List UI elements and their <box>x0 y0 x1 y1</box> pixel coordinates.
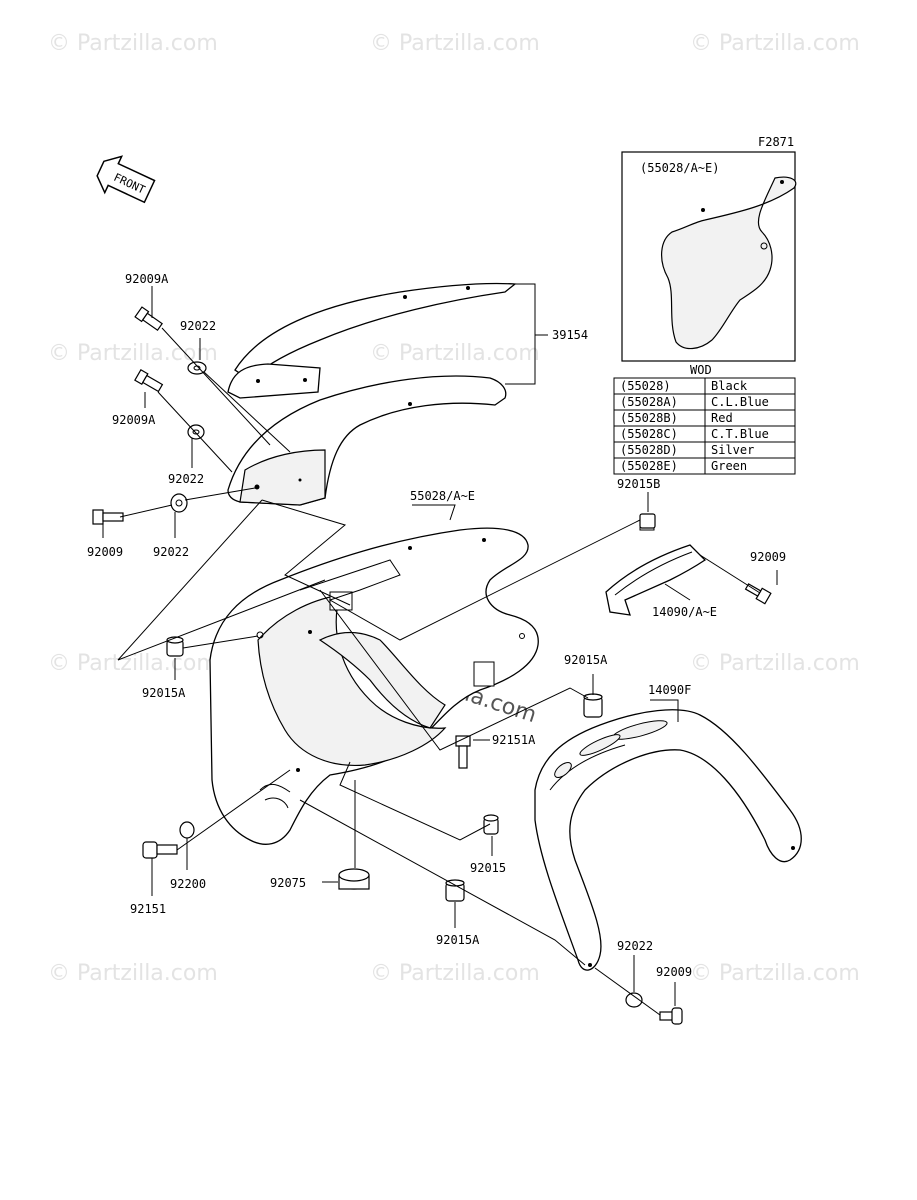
color-table-row: (55028B) Red <box>620 411 733 425</box>
color-code: (55028B) <box>620 411 678 425</box>
washer-icon <box>179 821 195 839</box>
grommet-icon <box>445 879 465 902</box>
color-name: Black <box>711 379 748 393</box>
part-label-39154[interactable]: 39154 <box>552 328 588 342</box>
part-label-92022[interactable]: 92022 <box>617 939 653 953</box>
watermark-text: © Partzilla.com <box>370 31 540 56</box>
watermark-text: © Partzilla.com <box>48 341 218 366</box>
inset-inner-cover-shape <box>661 176 797 350</box>
inset-box: (55028/A~E) <box>621 151 797 362</box>
color-code: (55028C) <box>620 427 678 441</box>
grommet-icon <box>583 693 603 718</box>
part-label-92009[interactable]: 92009 <box>87 545 123 559</box>
bolt-icon <box>659 1007 683 1025</box>
figure-code: F2871 <box>758 135 794 149</box>
grommet-icon <box>483 814 499 835</box>
watermark-text: © Partzilla.com <box>370 961 540 986</box>
color-name: Green <box>711 459 747 473</box>
watermark-text: © Partzilla.com <box>48 961 218 986</box>
part-label-55028[interactable]: 55028/A~E <box>410 489 475 503</box>
color-name: C.T.Blue <box>711 427 769 441</box>
washer-icon <box>625 992 643 1008</box>
color-table-row: (55028D) Silver <box>620 443 754 457</box>
color-code: (55028D) <box>620 443 678 457</box>
color-name: C.L.Blue <box>711 395 769 409</box>
rubber-grommet-icon <box>338 868 370 890</box>
part-label-14090[interactable]: 14090/A~E <box>652 605 717 619</box>
bolt-icon <box>455 735 471 769</box>
bolt-icon <box>134 368 164 393</box>
grommet-icon <box>166 636 184 657</box>
color-table-row: (55028) Black <box>620 379 748 393</box>
part-label-92075[interactable]: 92075 <box>270 876 306 890</box>
part-label-92009[interactable]: 92009 <box>656 965 692 979</box>
part-labels: 92009A 92022 92009A 92022 92009 92022 39… <box>87 272 786 979</box>
bracket-14090 <box>605 515 707 616</box>
part-label-92151A[interactable]: 92151A <box>492 733 536 747</box>
bolt-icon <box>134 306 163 331</box>
watermark-text: © Partzilla.com <box>370 341 540 366</box>
watermark-text: © Partzilla.com <box>48 651 218 676</box>
inset-title: (55028/A~E) <box>640 161 719 175</box>
color-table-row: (55028A) C.L.Blue <box>620 395 769 409</box>
hardware <box>92 306 772 1025</box>
part-label-92015A[interactable]: 92015A <box>142 686 186 700</box>
bolt-icon <box>142 841 178 859</box>
part-39154-strip <box>227 282 517 399</box>
part-label-92015[interactable]: 92015 <box>470 861 506 875</box>
front-arrow-icon: FRONT <box>96 155 156 204</box>
part-label-92022[interactable]: 92022 <box>168 472 204 486</box>
leader-lines <box>102 283 778 1016</box>
bolt-icon <box>92 509 124 525</box>
watermark-text: © Partzilla.com <box>690 651 860 676</box>
part-label-92200[interactable]: 92200 <box>170 877 206 891</box>
part-label-92022[interactable]: 92022 <box>153 545 189 559</box>
upper-cowl-panel <box>227 375 507 506</box>
watermark-text: © Partzilla.com <box>690 961 860 986</box>
watermark-text: © Partzilla.com <box>48 31 218 56</box>
color-table: WOD (55028) Black (55028A) C.L.Blue (550… <box>613 363 796 475</box>
color-code: (55028E) <box>620 459 678 473</box>
part-label-92009[interactable]: 92009 <box>750 550 786 564</box>
color-code: (55028) <box>620 379 671 393</box>
color-table-row: (55028E) Green <box>620 459 747 473</box>
part-label-92009A[interactable]: 92009A <box>125 272 169 286</box>
color-table-header: WOD <box>690 363 712 377</box>
watermark-text: © Partzilla.com <box>690 31 860 56</box>
color-code: (55028A) <box>620 395 678 409</box>
part-label-92151[interactable]: 92151 <box>130 902 166 916</box>
bolt-icon <box>744 583 772 605</box>
part-label-92015A[interactable]: 92015A <box>564 653 608 667</box>
grommet-icon <box>639 513 656 529</box>
color-table-row: (55028C) C.T.Blue <box>620 427 769 441</box>
part-label-92009A[interactable]: 92009A <box>112 413 156 427</box>
color-name: Silver <box>711 443 754 457</box>
grab-rail-14090F <box>534 709 802 971</box>
color-name: Red <box>711 411 733 425</box>
part-label-14090F[interactable]: 14090F <box>648 683 691 697</box>
part-label-92022[interactable]: 92022 <box>180 319 216 333</box>
main-fairing-55028 <box>209 527 539 845</box>
part-label-92015B[interactable]: 92015B <box>617 477 660 491</box>
part-label-92015A[interactable]: 92015A <box>436 933 480 947</box>
